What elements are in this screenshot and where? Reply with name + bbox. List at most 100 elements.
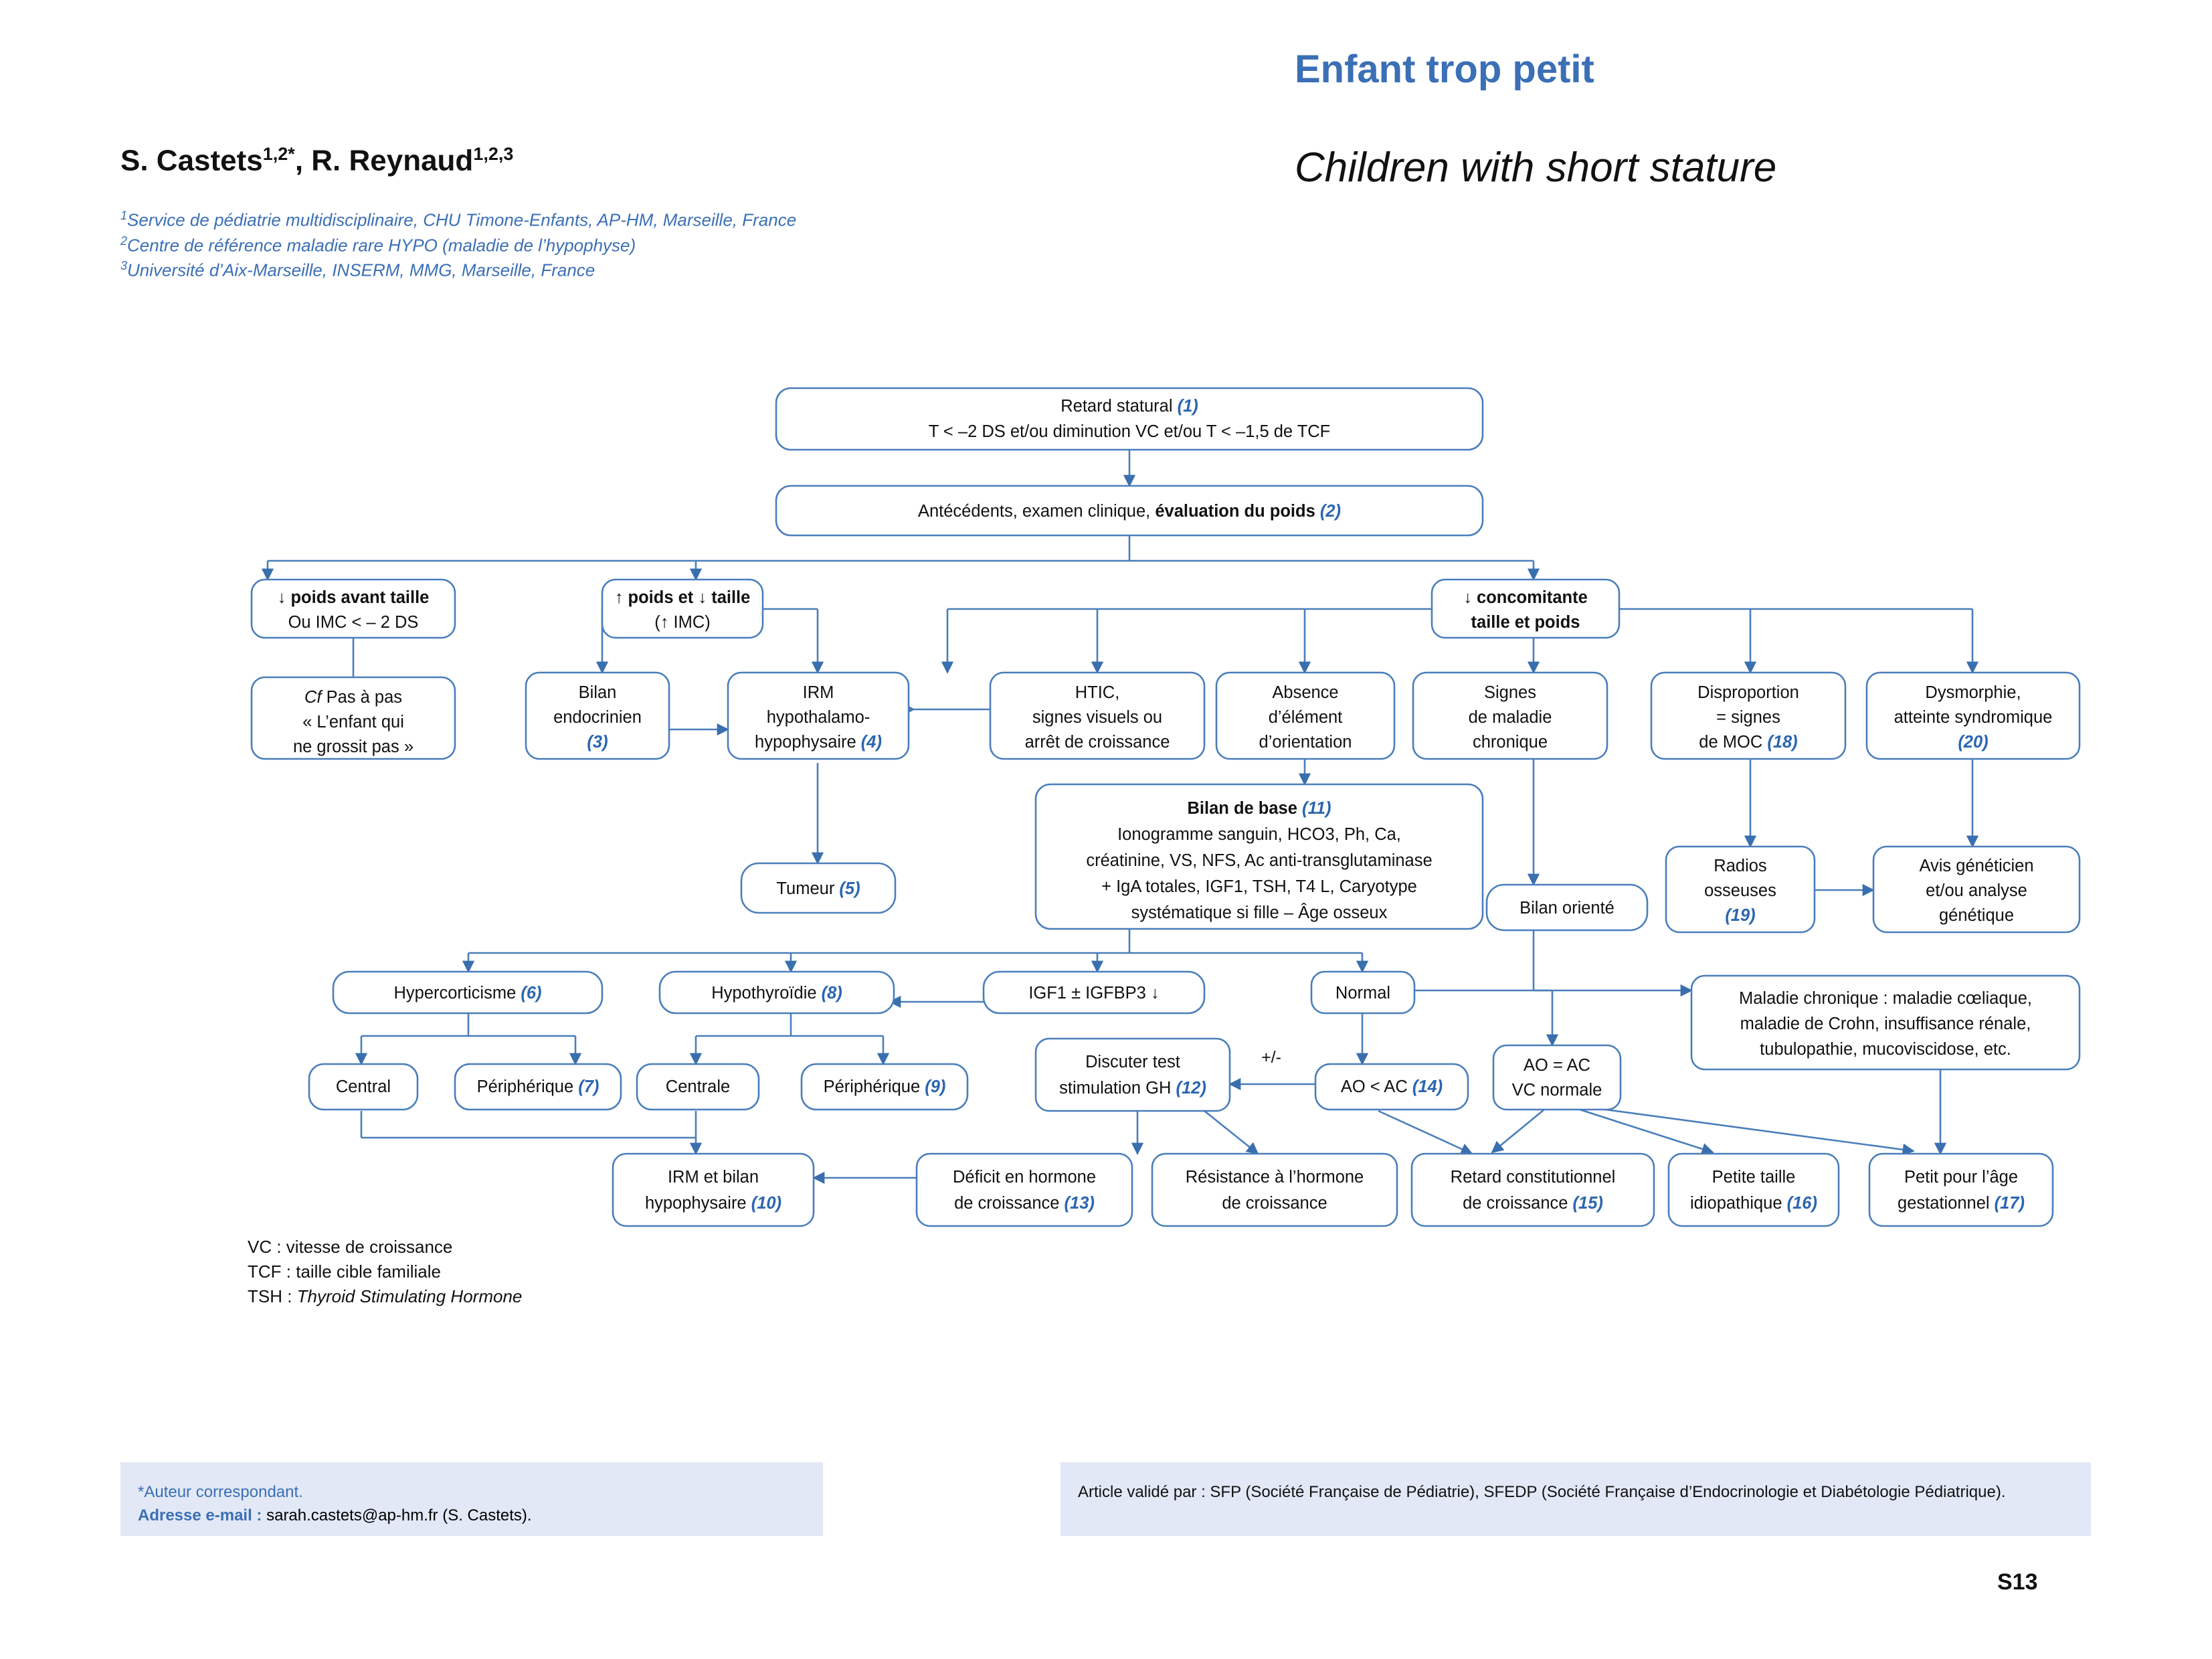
node-irm-line3: hypophysaire (4) [755, 733, 882, 752]
node-disproportion-line2: = signes [1716, 708, 1780, 727]
node-concomitante-taille-poids[interactable]: ↓ concomitante taille et poids [1431, 578, 1621, 639]
node-avis-line3: génétique [1939, 906, 2014, 925]
email-address[interactable]: sarah.castets@ap-hm.fr (S. Castets). [266, 1506, 532, 1524]
affiliation-text: Université d’Aix-Marseille, INSERM, MMG,… [127, 260, 595, 280]
node-poids-et-taille-line2: (↑ IMC) [654, 613, 711, 632]
node-bilan-endo-number: (3) [587, 733, 608, 752]
legend-item: TCF : taille cible familiale [248, 1259, 522, 1284]
node-signes-maladie-chronique[interactable]: Signes de maladie chronique [1412, 671, 1608, 760]
node-retard-statural-line2: T < –2 DS et/ou diminution VC et/ou T < … [929, 422, 1331, 441]
node-poids-avant-taille-line1: ↓ poids avant taille [278, 588, 430, 607]
node-petite-taille-idiopathique[interactable]: Petite taille idiopathique (16) [1667, 1152, 1840, 1227]
node-discuter-test-stimulation-gh[interactable]: Discuter test stimulation GH (12) [1034, 1037, 1231, 1112]
node-cf-line3: ne grossit pas » [293, 737, 413, 756]
node-hypercorticisme-label: Hypercorticisme (6) [393, 984, 541, 1002]
node-radios-line2: osseuses [1704, 881, 1776, 900]
affiliation-text: Centre de référence maladie rare HYPO (m… [127, 235, 636, 256]
node-peripherique7-label: Périphérique (7) [477, 1077, 600, 1096]
author-list: S. Castets1,2*, R. Reynaud1,2,3 [120, 144, 513, 178]
node-signes-line2: de maladie [1469, 708, 1552, 727]
affiliation-marker: 2 [120, 234, 128, 248]
node-disproportion-moc[interactable]: Disproportion = signes de MOC (18) [1650, 671, 1847, 760]
node-centrale-label: Centrale [666, 1077, 730, 1096]
legend-key: TCF : [248, 1261, 296, 1282]
node-ao-eq-ac-line2: VC normale [1512, 1081, 1602, 1100]
node-centrale[interactable]: Centrale [636, 1063, 760, 1111]
corresponding-author-note: *Auteur correspondant. [138, 1483, 303, 1501]
page-title-english: Children with short stature [1295, 145, 1777, 191]
node-resistance-line2: de croissance [1222, 1194, 1327, 1213]
node-poids-et-taille[interactable]: ↑ poids et ↓ taille (↑ IMC) [601, 578, 764, 639]
node-retard-constitutionnel[interactable]: Retard constitutionnel de croissance (15… [1410, 1152, 1655, 1227]
node-bilan-endo-line2: endocrinien [553, 708, 642, 727]
email-label: Adresse e-mail : [138, 1506, 267, 1524]
node-concomitante-line1: ↓ concomitante [1463, 588, 1588, 607]
node-hypercorticisme[interactable]: Hypercorticisme (6) [332, 970, 604, 1015]
node-normal[interactable]: Normal [1310, 970, 1416, 1015]
node-hypothyroidie[interactable]: Hypothyroïdie (8) [658, 970, 895, 1015]
node-bilan-base-title: Bilan de base (11) [1188, 799, 1331, 818]
node-resistance-line1: Résistance à l’hormone [1186, 1168, 1364, 1187]
node-bilan-endocrinien[interactable]: Bilan endocrinien (3) [525, 671, 670, 760]
node-disproportion-line3: de MOC (18) [1699, 733, 1797, 752]
node-irm-bilan-line2: hypophysaire (10) [645, 1194, 781, 1213]
node-absence-element-orientation[interactable]: Absence d’élément d’orientation [1215, 671, 1396, 760]
node-dysmorphie-line2: atteinte syndromique [1894, 708, 2053, 727]
node-maladie-chronique[interactable]: Maladie chronique : maladie cœliaque, ma… [1690, 974, 2081, 1071]
node-maladie-chronique-line2: maladie de Crohn, insuffisance rénale, [1740, 1015, 2031, 1033]
legend-value: taille cible familiale [296, 1261, 441, 1282]
node-radios-osseuses[interactable]: Radios osseuses (19) [1665, 845, 1816, 934]
affiliation-list: 1Service de pédiatrie multidisciplinaire… [120, 207, 796, 283]
node-retard-const-line2: de croissance (15) [1463, 1194, 1603, 1213]
node-bilan-base-line4: + IgA totales, IGF1, TSH, T4 L, Caryotyp… [1101, 877, 1417, 896]
node-avis-line2: et/ou analyse [1926, 881, 2027, 900]
node-retard-statural[interactable]: Retard statural (1) T < –2 DS et/ou dimi… [775, 387, 1484, 451]
node-dysmorphie-number: (20) [1958, 733, 1988, 752]
node-irm-bilan-line1: IRM et bilan [668, 1168, 759, 1187]
node-petit-age-line2: gestationnel (17) [1898, 1194, 2025, 1213]
node-irm-hypothalamo-hypophysaire[interactable]: IRM hypothalamo- hypophysaire (4) [727, 671, 910, 760]
flow-connectors [261, 450, 1979, 1185]
author-one-affil-marker: 1,2* [262, 144, 295, 164]
node-ao-egal-ac[interactable]: AO = AC VC normale [1492, 1044, 1622, 1111]
node-htic-line3: arrêt de croissance [1025, 733, 1170, 752]
node-avis-geneticien[interactable]: Avis généticien et/ou analyse génétique [1872, 845, 2081, 934]
validation-note-text: Article validé par : SFP (Société França… [1078, 1483, 2006, 1501]
node-deficit-hormone-croissance[interactable]: Déficit en hormone de croissance (13) [915, 1152, 1133, 1227]
legend-key: TSH : [248, 1286, 297, 1306]
node-retard-statural-line1: Retard statural (1) [1061, 397, 1198, 416]
node-ao-lt-ac-label: AO < AC (14) [1341, 1077, 1443, 1096]
node-htic[interactable]: HTIC, signes visuels ou arrêt de croissa… [989, 671, 1206, 760]
node-dysmorphie-syndromique[interactable]: Dysmorphie, atteinte syndromique (20) [1865, 671, 2081, 760]
node-htic-line1: HTIC, [1075, 683, 1120, 702]
page-title-french: Enfant trop petit [1295, 48, 1594, 91]
node-peripherique-7[interactable]: Périphérique (7) [454, 1063, 622, 1111]
node-absence-line2: d’élément [1269, 708, 1343, 727]
node-ao-inferieur-ac[interactable]: AO < AC (14) [1314, 1063, 1469, 1111]
node-igf1-label: IGF1 ± IGFBP3 ↓ [1028, 984, 1159, 1002]
node-poids-avant-taille-line2: Ou IMC < – 2 DS [288, 613, 419, 632]
node-poids-avant-taille[interactable]: ↓ poids avant taille Ou IMC < – 2 DS [250, 578, 456, 639]
page-number: S13 [1997, 1569, 2038, 1595]
node-antecedents[interactable]: Antécédents, examen clinique, évaluation… [775, 485, 1484, 537]
legend-value: Thyroid Stimulating Hormone [296, 1286, 523, 1306]
node-bilan-de-base[interactable]: Bilan de base (11) Ionogramme sanguin, H… [1034, 783, 1484, 930]
node-peripherique-9[interactable]: Périphérique (9) [800, 1063, 969, 1111]
node-normal-label: Normal [1335, 984, 1390, 1002]
legend-value: vitesse de croissance [286, 1237, 453, 1257]
node-bilan-oriente[interactable]: Bilan orienté [1485, 883, 1649, 932]
abbreviation-legend: VC : vitesse de croissance TCF : taille … [248, 1235, 522, 1309]
node-tumeur-label: Tumeur (5) [776, 879, 860, 898]
node-cf-pas-a-pas[interactable]: Cf Pas à pas « L’enfant qui ne grossit p… [250, 676, 456, 760]
node-irm-et-bilan-hypophysaire[interactable]: IRM et bilan hypophysaire (10) [612, 1152, 815, 1227]
node-cf-line2: « L’enfant qui [302, 713, 404, 731]
node-petit-pour-age-gestationnel[interactable]: Petit pour l’âge gestationnel (17) [1868, 1152, 2054, 1227]
corresponding-author-box: *Auteur correspondant. Adresse e-mail : … [120, 1462, 823, 1536]
node-concomitante-line2: taille et poids [1471, 613, 1580, 632]
node-central[interactable]: Central [308, 1063, 419, 1111]
node-discuter-line2: stimulation GH (12) [1059, 1079, 1206, 1098]
node-resistance-hormone-croissance[interactable]: Résistance à l’hormone de croissance [1151, 1152, 1398, 1227]
node-igf1-igfbp3[interactable]: IGF1 ± IGFBP3 ↓ [982, 970, 1206, 1015]
node-tumeur[interactable]: Tumeur (5) [740, 862, 897, 914]
